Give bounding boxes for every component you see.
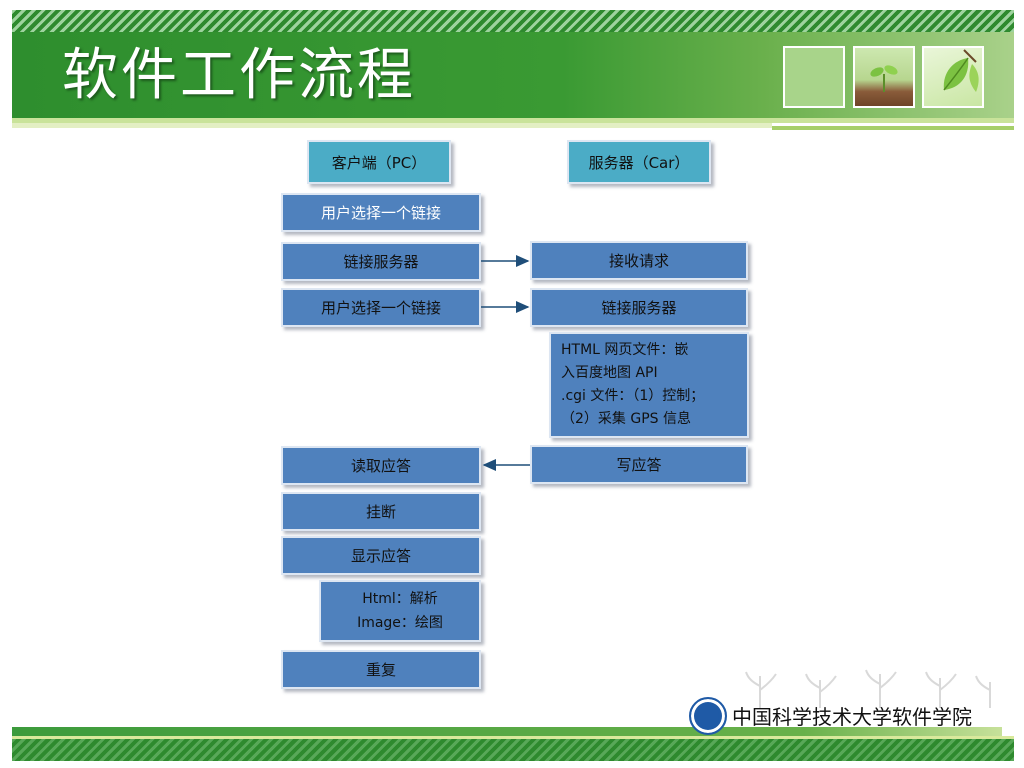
university-seal-icon	[689, 697, 727, 735]
server-files-line-1: HTML 网页文件：嵌	[561, 342, 689, 358]
client-step-render: Html：解析 Image：绘图	[319, 580, 481, 642]
server-step-write-reply: 写应答	[530, 445, 748, 484]
leaf-icon	[922, 46, 984, 108]
server-files-line-3: .cgi 文件：（1）控制；	[561, 388, 705, 404]
render-html-line: Html：解析	[362, 591, 438, 607]
client-step-show-reply: 显示应答	[281, 536, 481, 575]
header-band	[12, 32, 1014, 118]
client-step-select-link: 用户选择一个链接	[281, 193, 481, 232]
slide-title: 软件工作流程	[62, 43, 416, 108]
client-step-read-reply: 读取应答	[281, 446, 481, 485]
server-header: 服务器（Car）	[567, 140, 711, 184]
footer-divider	[12, 736, 1014, 739]
top-hatch-band	[12, 10, 1014, 32]
client-header: 客户端（PC）	[307, 140, 451, 184]
server-step-receive-request: 接收请求	[530, 241, 748, 280]
header-divider-light	[12, 123, 772, 128]
decor-plants	[745, 669, 991, 708]
footer-hatch-band	[12, 739, 1014, 761]
server-step-files: HTML 网页文件：嵌 入百度地图 API .cgi 文件：（1）控制； （2）…	[549, 332, 749, 438]
client-step-select-link-again: 用户选择一个链接	[281, 288, 481, 327]
seedling-icon	[853, 46, 915, 108]
header-divider	[12, 118, 1014, 123]
header-divider-accent	[772, 126, 1014, 130]
server-files-line-2: 入百度地图 API	[561, 365, 658, 381]
client-step-hang-up: 挂断	[281, 492, 481, 531]
render-image-line: Image：绘图	[357, 615, 443, 631]
server-files-line-4: （2）采集 GPS 信息	[561, 411, 691, 427]
footer-school-name: 中国科学技术大学软件学院	[732, 705, 972, 729]
client-step-connect-server: 链接服务器	[281, 242, 481, 281]
client-step-repeat: 重复	[281, 650, 481, 689]
decor-thumbnail-plain	[783, 46, 845, 108]
server-step-connect-server: 链接服务器	[530, 288, 748, 327]
